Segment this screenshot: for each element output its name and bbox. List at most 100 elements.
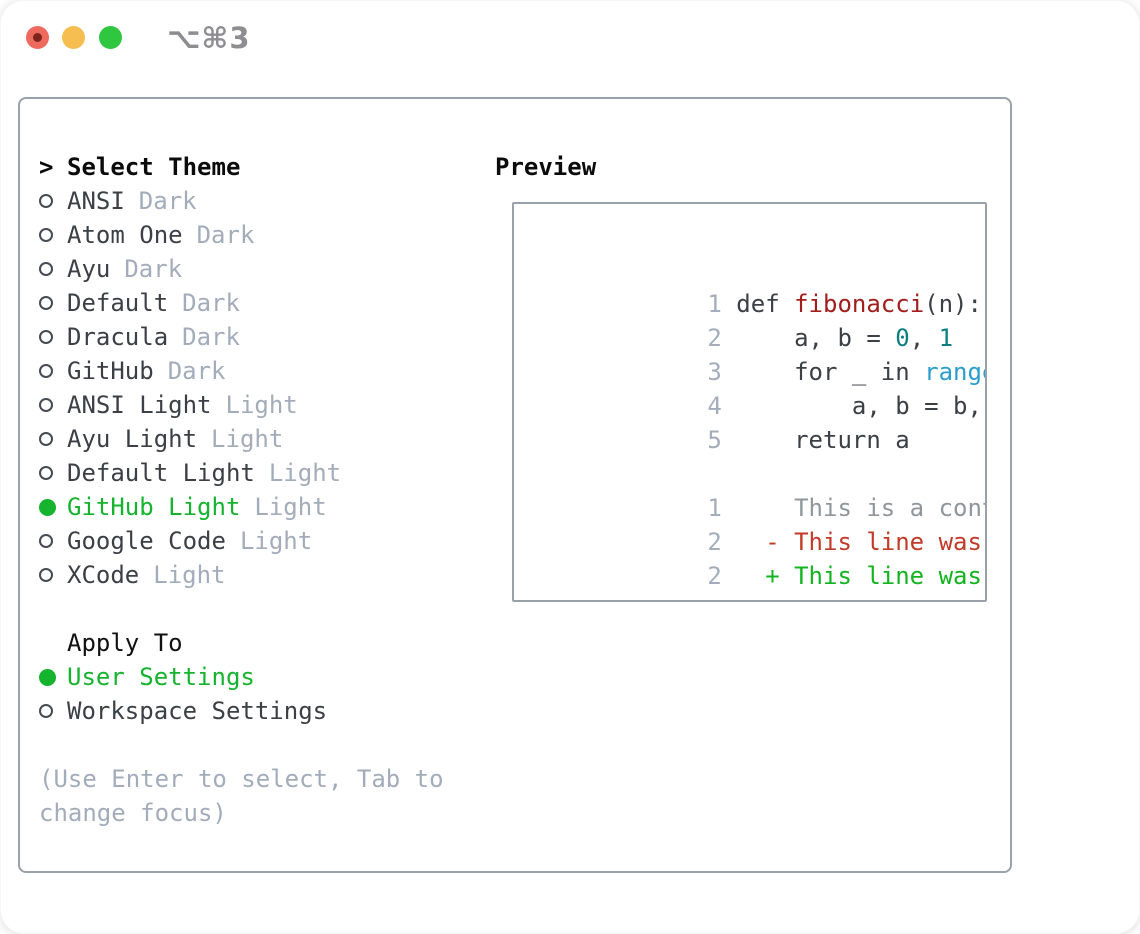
theme-list-item[interactable]: Default Dark — [39, 286, 489, 320]
preview-title: Preview — [495, 153, 597, 181]
title-bar: ⌥⌘3 — [0, 0, 1140, 75]
radio-circle-icon — [39, 228, 53, 242]
spacer — [39, 592, 489, 626]
theme-name: Google Code — [67, 527, 226, 555]
theme-list-item[interactable]: Ayu Dark — [39, 252, 489, 286]
theme-name: GitHub Light — [67, 493, 241, 521]
theme-list-column: > Select Theme ANSI Dark Atom One Dark — [39, 150, 489, 830]
theme-list-item[interactable]: GitHub Dark — [39, 354, 489, 388]
theme-name: Atom One — [67, 221, 183, 249]
code-token: , — [909, 324, 939, 352]
minimize-button[interactable] — [62, 26, 85, 49]
line-content: This is a context line. — [722, 494, 985, 522]
line-number: 1 — [707, 494, 722, 522]
theme-list-item[interactable]: GitHub Light Light — [39, 490, 489, 524]
radio-indicator — [39, 668, 67, 686]
radio-circle-icon — [39, 262, 53, 276]
line-content: return a — [722, 426, 910, 454]
code-token: def — [721, 290, 795, 318]
preview-line: 1 This is a context line. — [534, 457, 985, 522]
apply-to-option[interactable]: User Settings — [39, 660, 489, 694]
code-token: return a — [721, 426, 910, 454]
zoom-button[interactable] — [99, 26, 122, 49]
line-content: a, b = b, a + b — [722, 392, 985, 420]
theme-variant-tag: Light — [268, 459, 342, 487]
radio-indicator — [39, 466, 67, 480]
code-token: for _ in — [721, 358, 925, 386]
radio-circle-icon — [39, 704, 53, 718]
theme-list-item[interactable]: ANSI Dark — [39, 184, 489, 218]
apply-to-option[interactable]: Workspace Settings — [39, 694, 489, 728]
radio-circle-icon — [39, 668, 56, 686]
line-number: 5 — [707, 426, 722, 454]
code-token: This is a context line. — [794, 494, 985, 522]
theme-name: Default Light — [67, 459, 255, 487]
theme-name: XCode — [67, 561, 140, 589]
line-content: - This line was deleted. — [722, 528, 985, 556]
theme-name: Ayu Light — [67, 425, 198, 453]
apply-to-label: Workspace Settings — [67, 697, 328, 725]
theme-list-item[interactable]: Google Code Light — [39, 524, 489, 558]
theme-list-item[interactable]: Atom One Dark — [39, 218, 489, 252]
line-content: def fibonacci(n): — [722, 290, 982, 318]
theme-variant-tag: Dark — [138, 187, 197, 215]
radio-indicator — [39, 262, 67, 276]
radio-circle-icon — [39, 330, 53, 344]
preview-pane: 1 def fibonacci(n): 2 a, b = 0, 1 3 for … — [512, 202, 987, 602]
apply-to-title: Apply To — [67, 629, 183, 657]
close-dot-icon — [33, 33, 42, 42]
theme-name: ANSI — [67, 187, 125, 215]
line-number: 4 — [707, 392, 722, 420]
preview-line: 3 for _ in range(n): — [534, 321, 985, 386]
theme-name: ANSI Light — [67, 391, 212, 419]
preview-line: 2 - This line was deleted. — [534, 491, 985, 556]
preview-lines: 1 def fibonacci(n): 2 a, b = 0, 1 3 for … — [534, 253, 985, 590]
theme-variant-tag: Dark — [167, 357, 226, 385]
apply-to-list: User Settings Workspace Settings — [39, 660, 489, 728]
apply-to-header-row: Apply To — [39, 626, 489, 660]
code-token: a, b = — [721, 324, 896, 352]
radio-circle-icon — [39, 466, 53, 480]
theme-variant-tag: Light — [254, 493, 327, 521]
line-content: for _ in range(n): — [721, 358, 985, 386]
theme-variant-tag: Dark — [182, 289, 240, 317]
code-token: 0 — [895, 324, 910, 352]
code-token: range — [924, 358, 985, 386]
theme-name: GitHub — [67, 357, 154, 385]
code-token: fibonacci — [794, 290, 925, 318]
line-number: 3 — [707, 358, 722, 386]
preview-line: 4 a, b = b, a + b — [534, 355, 985, 420]
preview-line: 1 def fibonacci(n): — [534, 253, 985, 318]
radio-circle-icon — [39, 498, 56, 516]
theme-list: ANSI Dark Atom One Dark Ayu Dark — [39, 184, 489, 592]
theme-list-item[interactable]: XCode Light — [39, 558, 489, 592]
theme-name: Dracula — [67, 323, 169, 351]
code-token: 1 — [938, 324, 954, 352]
theme-variant-tag: Dark — [196, 221, 255, 249]
select-theme-header-row: > Select Theme — [39, 150, 489, 184]
radio-circle-icon — [39, 534, 53, 548]
close-button[interactable] — [26, 26, 49, 49]
radio-circle-icon — [39, 296, 53, 310]
code-token: - This line was deleted. — [765, 528, 982, 556]
radio-indicator — [39, 432, 67, 446]
radio-circle-icon — [39, 398, 53, 412]
line-number: 2 — [707, 528, 722, 556]
help-text: (Use Enter to select, Tab to change focu… — [39, 765, 444, 827]
radio-indicator — [39, 228, 67, 242]
theme-picker-panel: > Select Theme ANSI Dark Atom One Dark — [18, 97, 1012, 873]
radio-indicator — [39, 534, 67, 548]
theme-list-item[interactable]: ANSI Light Light — [39, 388, 489, 422]
prompt-icon: > — [39, 153, 54, 181]
theme-list-item[interactable]: Ayu Light Light — [39, 422, 489, 456]
theme-list-item[interactable]: Dracula Dark — [39, 320, 489, 354]
line-number: 2 — [707, 562, 722, 590]
radio-circle-icon — [39, 364, 53, 378]
code-token: + This line was added. — [765, 562, 982, 590]
line-number: 2 — [707, 324, 722, 352]
select-theme-title: Select Theme — [67, 153, 241, 181]
theme-name: Ayu — [67, 255, 111, 283]
theme-variant-tag: Dark — [124, 255, 183, 283]
radio-circle-icon — [39, 194, 53, 208]
theme-list-item[interactable]: Default Light Light — [39, 456, 489, 490]
